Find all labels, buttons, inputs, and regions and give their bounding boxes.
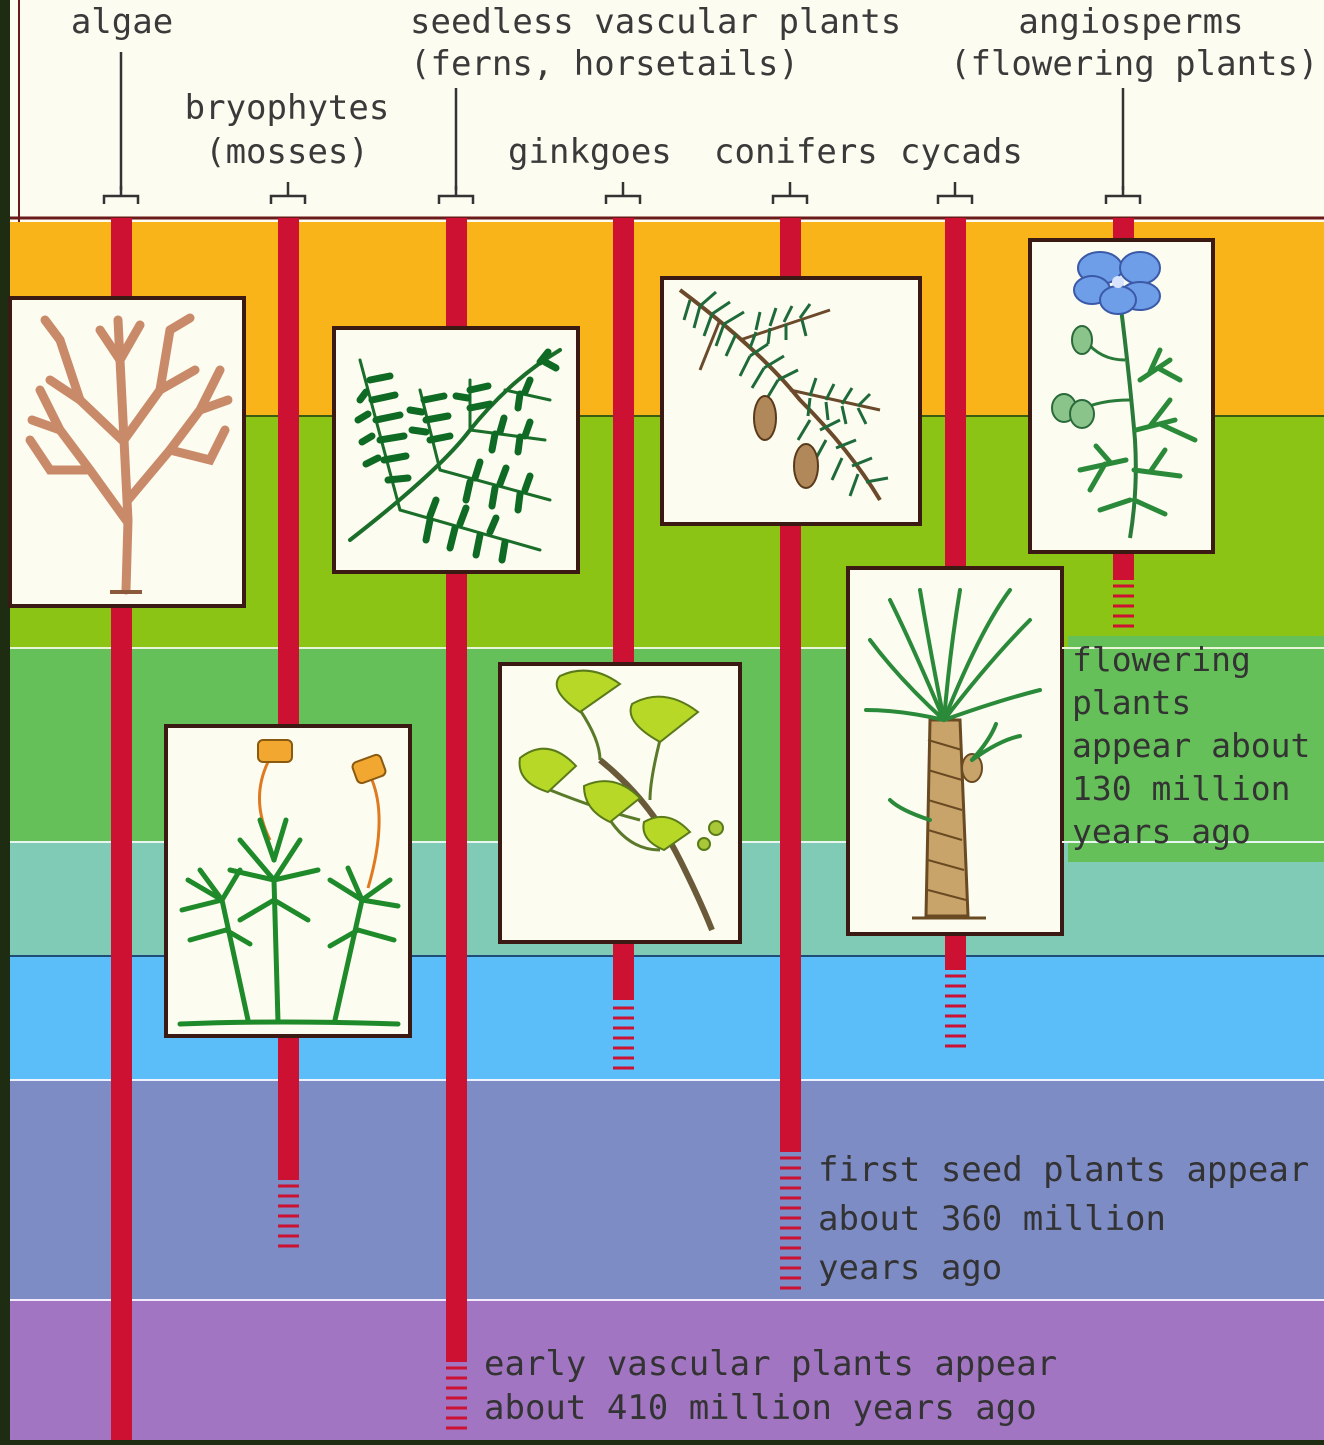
label-mosses: (mosses) xyxy=(170,130,404,174)
cycad-illustration-card xyxy=(848,568,1062,934)
moss-illustration-card xyxy=(166,726,410,1036)
note-flowering-plants-appear: flowering plants appear about 130 millio… xyxy=(1072,638,1310,853)
label-seedless-vascular: seedless vascular plants xyxy=(410,0,901,44)
label-algae: algae xyxy=(60,0,184,44)
algae-illustration-card xyxy=(10,298,244,606)
note-first-seed-plants: first seed plants appear about 360 milli… xyxy=(818,1146,1309,1293)
label-angiosperms: angiosperms xyxy=(986,0,1276,44)
label-conifers: conifers xyxy=(714,130,878,174)
flower-illustration-card xyxy=(1030,240,1213,552)
label-ginkgoes: ginkgoes xyxy=(508,130,672,174)
conifer-illustration-card xyxy=(662,278,920,524)
label-bryophytes: bryophytes xyxy=(170,86,404,130)
ginkgo-illustration-card xyxy=(500,664,740,942)
note-early-vascular-plants: early vascular plants appear about 410 m… xyxy=(484,1342,1057,1430)
label-flowering-plants: (flowering plants) xyxy=(950,42,1318,86)
label-cycads: cycads xyxy=(900,130,1023,174)
left-edge xyxy=(0,0,10,1440)
label-ferns-horsetails: (ferns, horsetails) xyxy=(410,42,799,86)
fern-illustration-card xyxy=(334,328,578,572)
